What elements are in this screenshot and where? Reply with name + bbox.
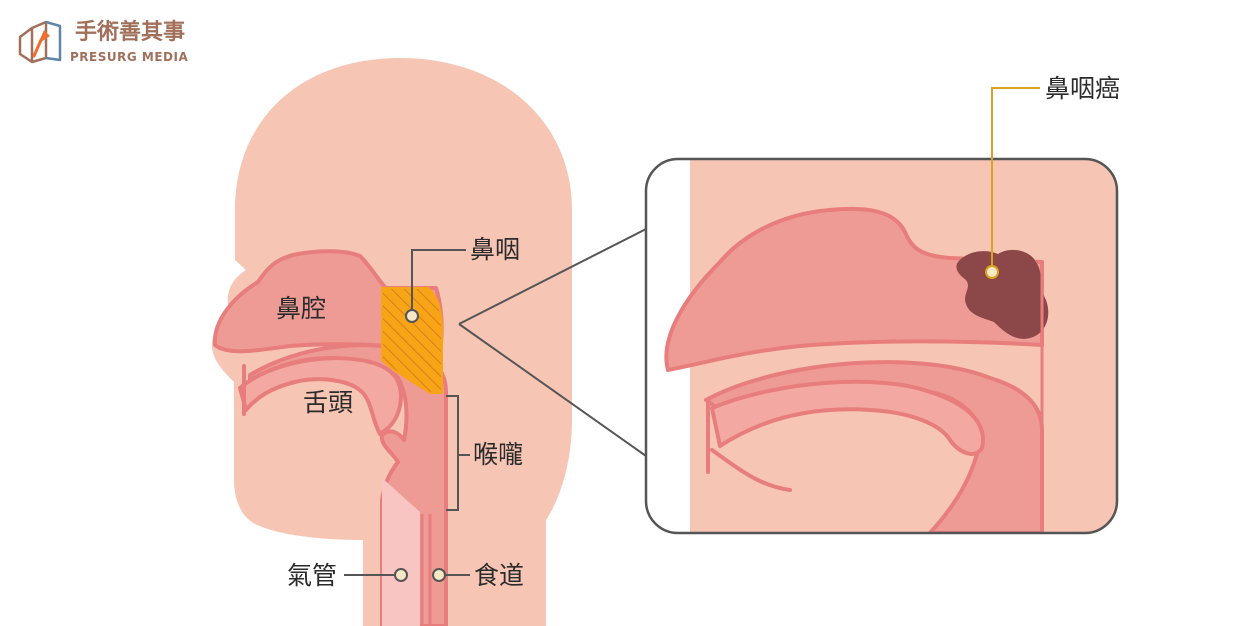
inset-frame: [644, 157, 1119, 535]
label-nasal-cavity: 鼻腔: [276, 294, 327, 323]
brand-name-cn: 手術善其事: [75, 20, 186, 45]
internal-anatomy: [212, 249, 448, 626]
label-throat: 喉嚨: [473, 440, 524, 469]
leader-lines: [344, 228, 647, 582]
brand-name-en: PRESURG MEDIA: [70, 50, 189, 64]
label-nasopharynx: 鼻咽: [470, 235, 521, 264]
label-esophagus: 食道: [474, 561, 525, 590]
esophagus-marker: [432, 568, 446, 582]
tumor-marker: [985, 265, 999, 279]
label-tongue: 舌頭: [303, 388, 354, 417]
trachea-marker: [394, 568, 408, 582]
tumor-mass: [956, 249, 1049, 339]
zoom-inset: [644, 87, 1119, 535]
book-scalpel-logo-icon: [18, 20, 62, 64]
label-trachea: 氣管: [287, 561, 338, 590]
label-nasopharyngeal-cancer: 鼻咽癌: [1045, 74, 1121, 103]
nasopharynx-marker: [405, 309, 419, 323]
